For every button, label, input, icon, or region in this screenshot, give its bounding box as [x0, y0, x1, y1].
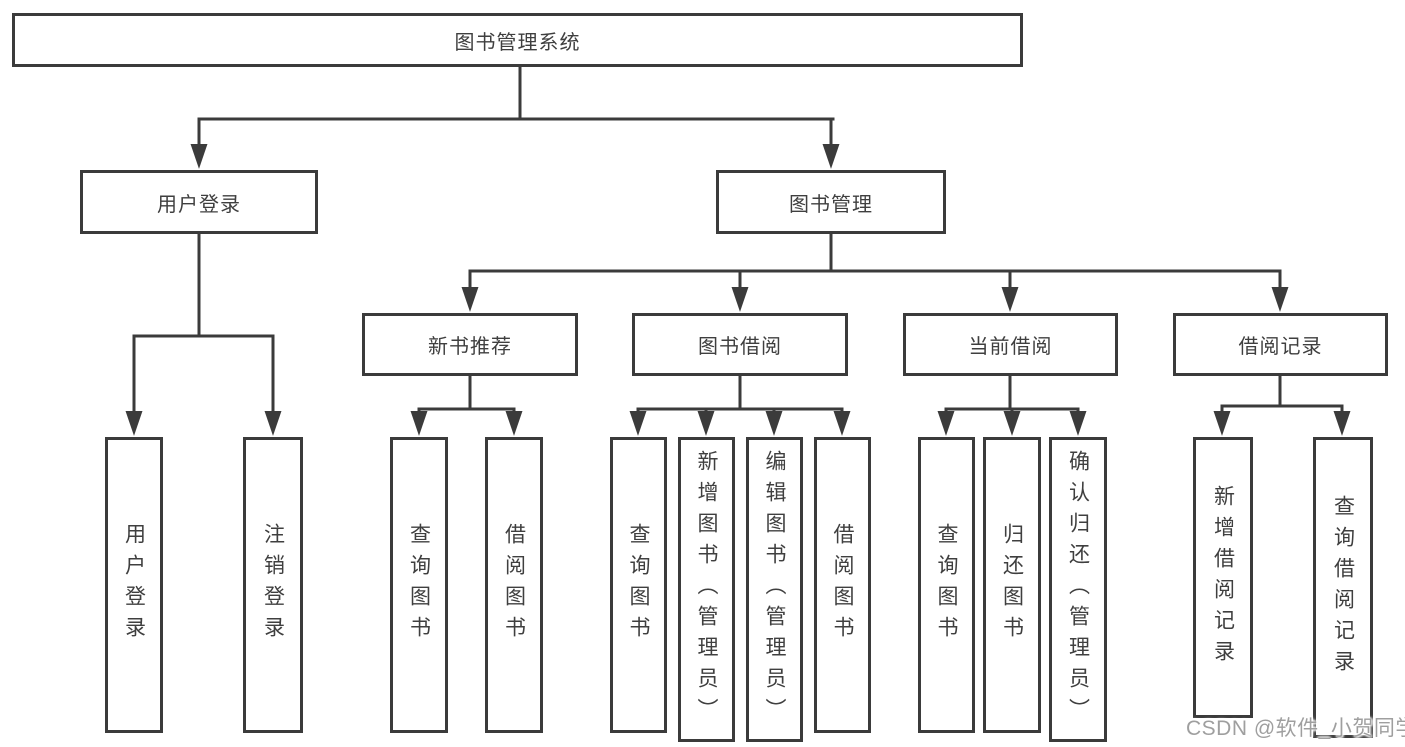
leaf-label: 查询借阅记录	[1331, 494, 1355, 681]
leaf-add-books-admin: 新增图书（管理员）	[678, 437, 735, 742]
leaf-label: 注销登录	[261, 523, 285, 647]
leaf-edit-books-admin: 编辑图书（管理员）	[746, 437, 803, 742]
node-label: 借阅记录	[1238, 336, 1323, 358]
leaf-label: 归还图书	[1000, 523, 1024, 647]
node-label: 当前借阅	[968, 336, 1053, 358]
node-book-management: 图书管理	[716, 170, 946, 234]
leaf-query-books-current: 查询图书	[918, 437, 975, 733]
leaf-label: 用户登录	[122, 523, 146, 647]
node-user-login: 用户登录	[80, 170, 318, 234]
node-label: 图书管理系统	[454, 31, 581, 54]
leaf-label: 查询图书	[627, 523, 650, 647]
leaf-label: 查询图书	[935, 523, 958, 647]
node-new-book-recommendation: 新书推荐	[362, 313, 578, 376]
leaf-label: 查询图书	[407, 523, 431, 647]
leaf-borrow-books: 借阅图书	[814, 437, 871, 733]
node-library-management-system: 图书管理系统	[12, 13, 1023, 67]
node-label: 新书推荐	[428, 336, 512, 358]
leaf-label: 新增借阅记录	[1211, 484, 1235, 671]
leaf-logout: 注销登录	[243, 437, 303, 733]
leaf-query-books-recommend: 查询图书	[390, 437, 448, 733]
leaf-add-borrow-record: 新增借阅记录	[1193, 437, 1253, 718]
node-current-borrowing: 当前借阅	[903, 313, 1118, 376]
node-book-borrowing: 图书借阅	[632, 313, 848, 376]
connector-arrows	[125, 119, 1351, 436]
leaf-label: 新增图书（管理员）	[695, 450, 718, 729]
connector-rails	[132, 67, 1344, 411]
node-label: 图书借阅	[698, 336, 782, 358]
leaf-return-books: 归还图书	[983, 437, 1041, 733]
leaf-user-login: 用户登录	[105, 437, 163, 733]
node-label: 用户登录	[157, 193, 241, 216]
leaf-label: 借阅图书	[502, 523, 526, 647]
node-label: 图书管理	[789, 193, 873, 216]
node-borrowing-records: 借阅记录	[1173, 313, 1388, 376]
leaf-query-borrow-record: 查询借阅记录	[1313, 437, 1373, 738]
leaf-confirm-return-admin: 确认归还（管理员）	[1049, 437, 1107, 742]
leaf-label: 确认归还（管理员）	[1066, 450, 1090, 729]
csdn-watermark: CSDN @软件_小贺同学	[1186, 717, 1405, 740]
leaf-borrow-books-recommend: 借阅图书	[485, 437, 543, 733]
leaf-query-books-borrow: 查询图书	[610, 437, 667, 733]
leaf-label: 借阅图书	[831, 523, 854, 647]
leaf-label: 编辑图书（管理员）	[763, 450, 786, 729]
